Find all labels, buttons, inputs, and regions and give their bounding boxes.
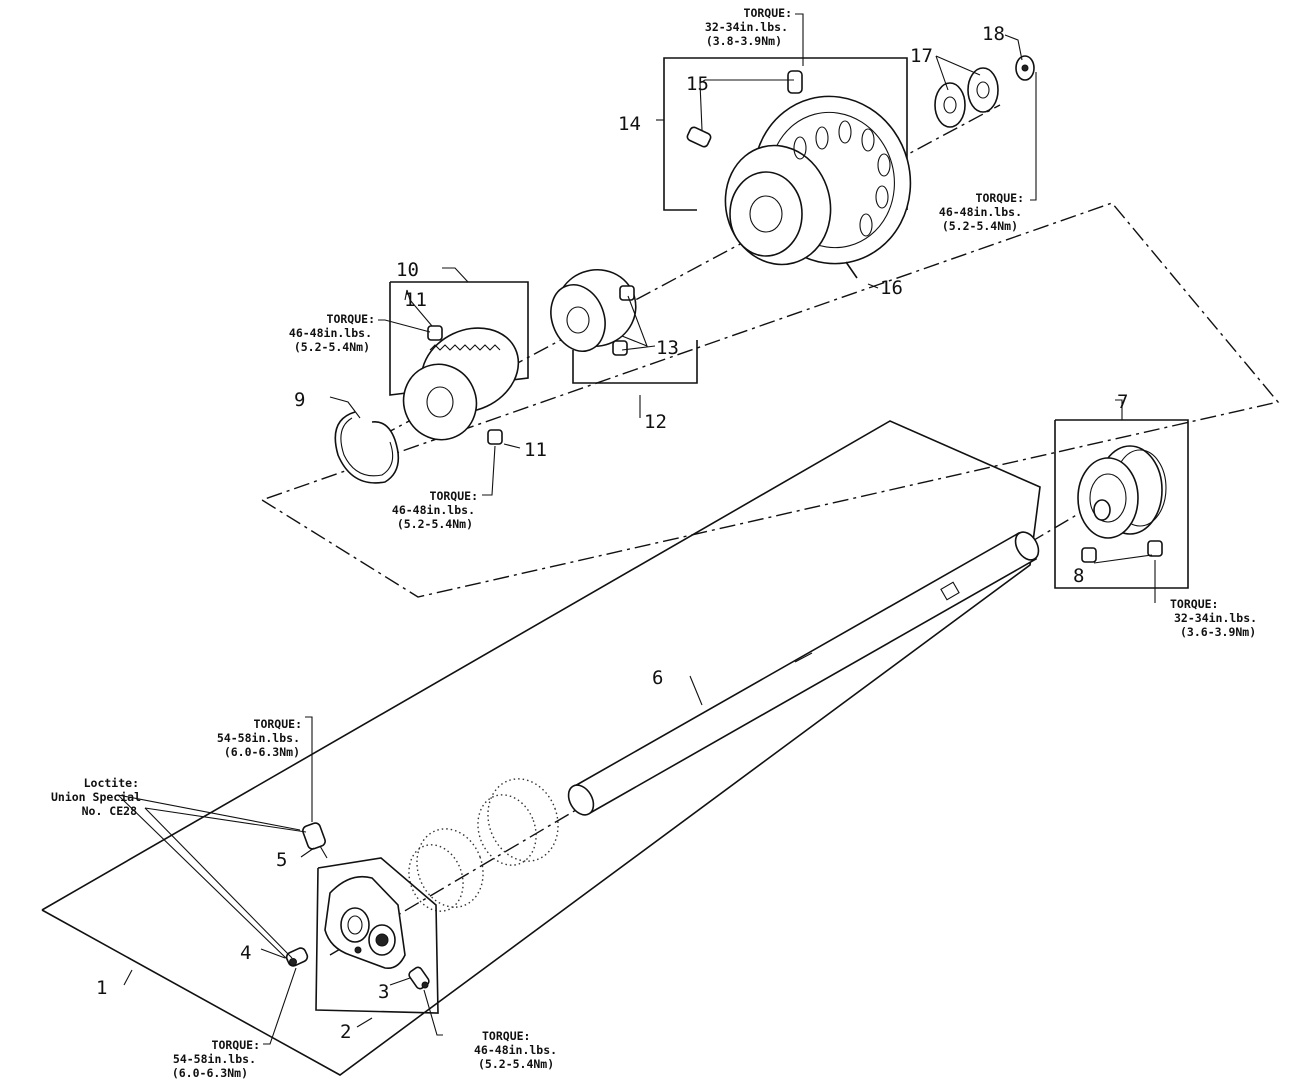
callout-5: 5	[276, 849, 287, 871]
part-7-box	[1054, 419, 1189, 589]
svg-text:Union Special: Union Special	[51, 790, 141, 804]
svg-text:46-48in.lbs.: 46-48in.lbs.	[392, 503, 475, 517]
svg-text:TORQUE:: TORQUE:	[327, 312, 375, 326]
callout-11-lower: 11	[524, 439, 547, 461]
leader-lines	[117, 13, 1156, 1045]
ghost-collar	[477, 778, 559, 866]
callout-3: 3	[378, 981, 389, 1003]
svg-text:Loctite:: Loctite:	[84, 776, 139, 790]
svg-text:54-58in.lbs.: 54-58in.lbs.	[217, 731, 300, 745]
part-2-box	[315, 857, 439, 1014]
svg-text:(5.2-5.4Nm): (5.2-5.4Nm)	[478, 1057, 554, 1071]
torque-note-bottom-mid: TORQUE: 46-48in.lbs. (5.2-5.4Nm)	[474, 1029, 557, 1071]
washers-17	[934, 67, 999, 128]
torque-note-top: TORQUE: 32-34in.lbs. (3.8-3.9Nm)	[705, 6, 792, 48]
callout-16: 16	[880, 277, 903, 299]
screw-5	[302, 822, 328, 859]
loctite-note: Loctite: Union Special No. CE28	[51, 776, 141, 818]
cam-block	[324, 875, 406, 970]
callout-18: 18	[982, 23, 1005, 45]
svg-text:46-48in.lbs.: 46-48in.lbs.	[289, 326, 372, 340]
callout-7: 7	[1117, 391, 1128, 413]
shaft	[567, 531, 1040, 816]
svg-text:32-34in.lbs.: 32-34in.lbs.	[705, 20, 788, 34]
svg-text:TORQUE:: TORQUE:	[254, 717, 302, 731]
callout-4: 4	[240, 942, 251, 964]
set-screw-11-lower	[487, 429, 503, 445]
svg-text:46-48in.lbs.: 46-48in.lbs.	[939, 205, 1022, 219]
callout-12: 12	[644, 411, 667, 433]
svg-text:(3.8-3.9Nm): (3.8-3.9Nm)	[706, 34, 782, 48]
screw-3	[408, 966, 430, 990]
svg-text:TORQUE:: TORQUE:	[1170, 597, 1218, 611]
svg-text:(5.2-5.4Nm): (5.2-5.4Nm)	[397, 517, 473, 531]
svg-text:TORQUE:: TORQUE:	[430, 489, 478, 503]
collar-12	[550, 268, 637, 352]
svg-text:TORQUE:: TORQUE:	[744, 6, 792, 20]
svg-text:54-58in.lbs.: 54-58in.lbs.	[173, 1052, 256, 1066]
svg-text:TORQUE:: TORQUE:	[482, 1029, 530, 1043]
torque-note-gear-upper: TORQUE: 46-48in.lbs. (5.2-5.4Nm)	[289, 312, 375, 354]
torque-note-left-lower: TORQUE: 54-58in.lbs. (6.0-6.3Nm)	[172, 1038, 260, 1080]
subassembly-outline	[261, 202, 1280, 598]
callout-13: 13	[656, 337, 679, 359]
svg-text:TORQUE:: TORQUE:	[976, 191, 1024, 205]
sprocket-14	[724, 95, 912, 266]
screw-4	[285, 947, 309, 967]
set-screws-8	[1081, 540, 1163, 563]
callout-2: 2	[340, 1021, 351, 1043]
retaining-ring-9	[334, 411, 400, 484]
part-14-box	[663, 57, 908, 211]
torque-note-left-upper: TORQUE: 54-58in.lbs. (6.0-6.3Nm)	[217, 717, 302, 759]
svg-text:(5.2-5.4Nm): (5.2-5.4Nm)	[942, 219, 1018, 233]
svg-text:(5.2-5.4Nm): (5.2-5.4Nm)	[294, 340, 370, 354]
set-screw-11-upper	[427, 325, 443, 341]
svg-text:(3.6-3.9Nm): (3.6-3.9Nm)	[1180, 625, 1256, 639]
assembly-1-outline	[41, 420, 1041, 1076]
callout-6: 6	[652, 667, 663, 689]
torque-note-right-upper: TORQUE: 46-48in.lbs. (5.2-5.4Nm)	[939, 191, 1024, 233]
callout-11-upper: 11	[404, 289, 427, 311]
callout-17: 17	[910, 45, 933, 67]
nut-18	[1015, 55, 1035, 81]
part-10-bracket	[389, 281, 529, 396]
svg-text:46-48in.lbs.: 46-48in.lbs.	[474, 1043, 557, 1057]
callout-10: 10	[396, 259, 419, 281]
svg-text:(6.0-6.3Nm): (6.0-6.3Nm)	[172, 1066, 248, 1080]
timing-gear-10	[402, 327, 520, 441]
callout-15: 15	[686, 73, 709, 95]
torque-note-gear-lower: TORQUE: 46-48in.lbs. (5.2-5.4Nm)	[392, 489, 478, 531]
callout-9: 9	[294, 389, 305, 411]
pin-16	[845, 261, 858, 279]
pulley-7	[1077, 445, 1167, 539]
ghost-gear	[408, 828, 484, 912]
svg-text:(6.0-6.3Nm): (6.0-6.3Nm)	[224, 745, 300, 759]
callout-14: 14	[618, 113, 641, 135]
callout-1: 1	[96, 977, 107, 999]
part-12-bracket	[572, 340, 698, 384]
callout-8: 8	[1073, 565, 1084, 587]
svg-text:No. CE28: No. CE28	[82, 804, 137, 818]
screws-15	[686, 70, 803, 148]
svg-text:32-34in.lbs.: 32-34in.lbs.	[1174, 611, 1257, 625]
svg-text:TORQUE:: TORQUE:	[212, 1038, 260, 1052]
torque-note-right-lower: TORQUE: 32-34in.lbs. (3.6-3.9Nm)	[1170, 597, 1257, 639]
set-screws-13	[612, 285, 635, 356]
